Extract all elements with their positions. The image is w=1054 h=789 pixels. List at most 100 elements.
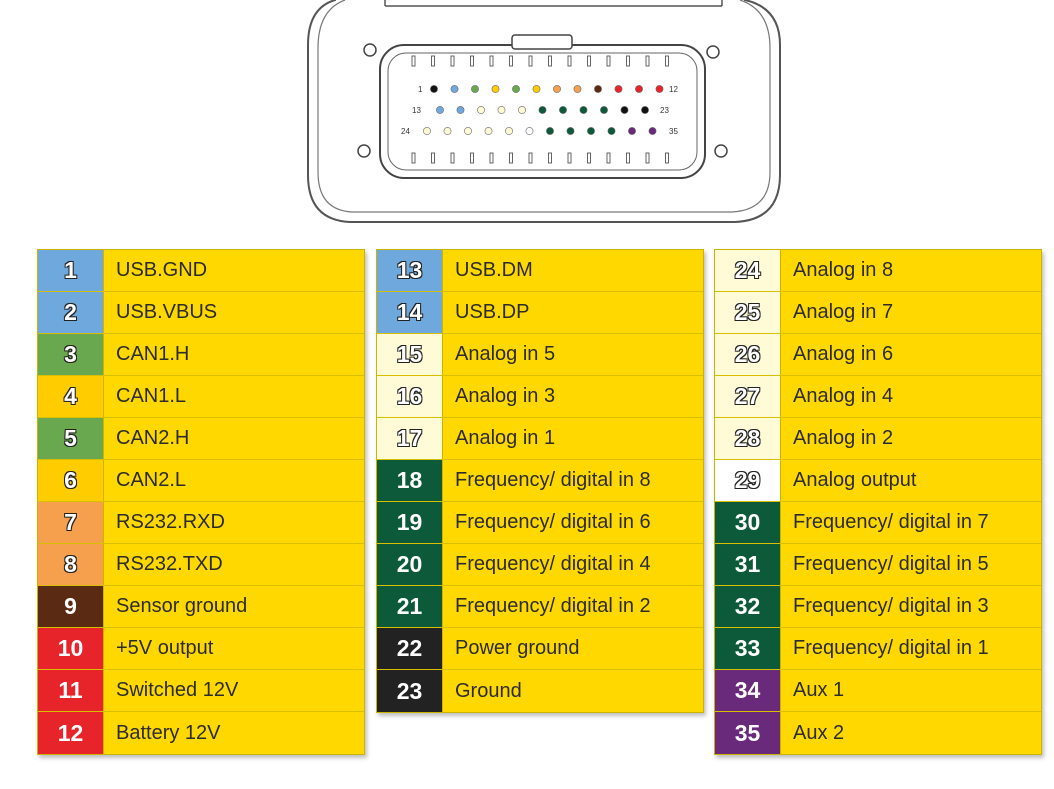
pin-label-35: 35: [669, 127, 678, 136]
pin-number: 35: [715, 712, 781, 754]
pin-array: [423, 85, 664, 135]
mount-hole: [706, 45, 720, 59]
pin-dot: [620, 106, 629, 114]
pin-dot: [491, 85, 500, 93]
pin-dot: [614, 85, 623, 93]
pin-function: USB.DP: [443, 292, 703, 333]
pin-dot: [648, 127, 657, 135]
pin-dot: [600, 106, 608, 114]
tooth: [489, 55, 494, 67]
pin-row: 10+5V output: [38, 628, 364, 670]
pin-dot: [559, 106, 567, 114]
pin-function: Aux 2: [781, 712, 1041, 754]
pin-number: 21: [377, 586, 443, 627]
tooth: [470, 152, 474, 164]
pin-function: Frequency/ digital in 6: [443, 502, 703, 543]
pin-number: 7: [38, 502, 104, 543]
pin-dot: [443, 127, 452, 135]
pin-function: CAN1.L: [104, 376, 364, 417]
pin-function: Frequency/ digital in 5: [781, 544, 1041, 585]
pin-function: Frequency/ digital in 1: [781, 628, 1041, 669]
pin-function: Ground: [443, 670, 703, 712]
pin-dot: [471, 85, 479, 93]
pin-function: RS232.TXD: [104, 544, 364, 585]
pin-label-12: 12: [669, 85, 678, 94]
tooth: [489, 152, 494, 164]
connector-diagram: 1 12 13 23 24 35: [307, 0, 781, 223]
tooth: [626, 55, 630, 67]
tooth: [645, 55, 650, 67]
pin-number: 24: [715, 250, 781, 291]
mount-hole: [714, 144, 728, 158]
tooth: [548, 55, 552, 67]
tooth: [509, 152, 513, 164]
pin-number: 1: [38, 250, 104, 291]
pin-function: RS232.RXD: [104, 502, 364, 543]
pin-dot: [635, 85, 643, 93]
pin-function: USB.VBUS: [104, 292, 364, 333]
latch: [511, 34, 573, 50]
tooth: [470, 55, 474, 67]
pin-number: 8: [38, 544, 104, 585]
pin-dot: [594, 85, 602, 93]
pin-label-13: 13: [412, 106, 421, 115]
pin-dot: [423, 127, 431, 135]
pin-number: 34: [715, 670, 781, 711]
pin-function: Sensor ground: [104, 586, 364, 627]
pin-function: Analog in 2: [781, 418, 1041, 459]
pin-number: 4: [38, 376, 104, 417]
pin-number: 17: [377, 418, 443, 459]
pin-function: CAN2.H: [104, 418, 364, 459]
pin-function: Analog in 3: [443, 376, 703, 417]
pin-number: 9: [38, 586, 104, 627]
pin-dot: [538, 106, 547, 114]
pin-number: 32: [715, 586, 781, 627]
pin-number: 16: [377, 376, 443, 417]
pin-function: Frequency/ digital in 7: [781, 502, 1041, 543]
pin-function: CAN1.H: [104, 334, 364, 375]
pin-function: Aux 1: [781, 670, 1041, 711]
pin-dot: [497, 106, 506, 114]
pin-dot: [430, 85, 438, 93]
tooth: [548, 152, 552, 164]
pin-number: 28: [715, 418, 781, 459]
tooth: [606, 152, 611, 164]
pin-number: 2: [38, 292, 104, 333]
pin-number: 12: [38, 712, 104, 754]
pin-number: 6: [38, 460, 104, 501]
pin-number: 3: [38, 334, 104, 375]
pin-dot: [553, 85, 561, 93]
pin-dot: [579, 106, 588, 114]
tooth: [431, 55, 435, 67]
pin-dot: [587, 127, 595, 135]
pin-number: 19: [377, 502, 443, 543]
pin-number: 11: [38, 670, 104, 711]
pin-number: 20: [377, 544, 443, 585]
pin-dot: [450, 85, 459, 93]
tooth: [528, 55, 533, 67]
pin-function: USB.GND: [104, 250, 364, 291]
pin-number: 25: [715, 292, 781, 333]
pin-dot: [456, 106, 465, 114]
pin-dot: [566, 127, 575, 135]
